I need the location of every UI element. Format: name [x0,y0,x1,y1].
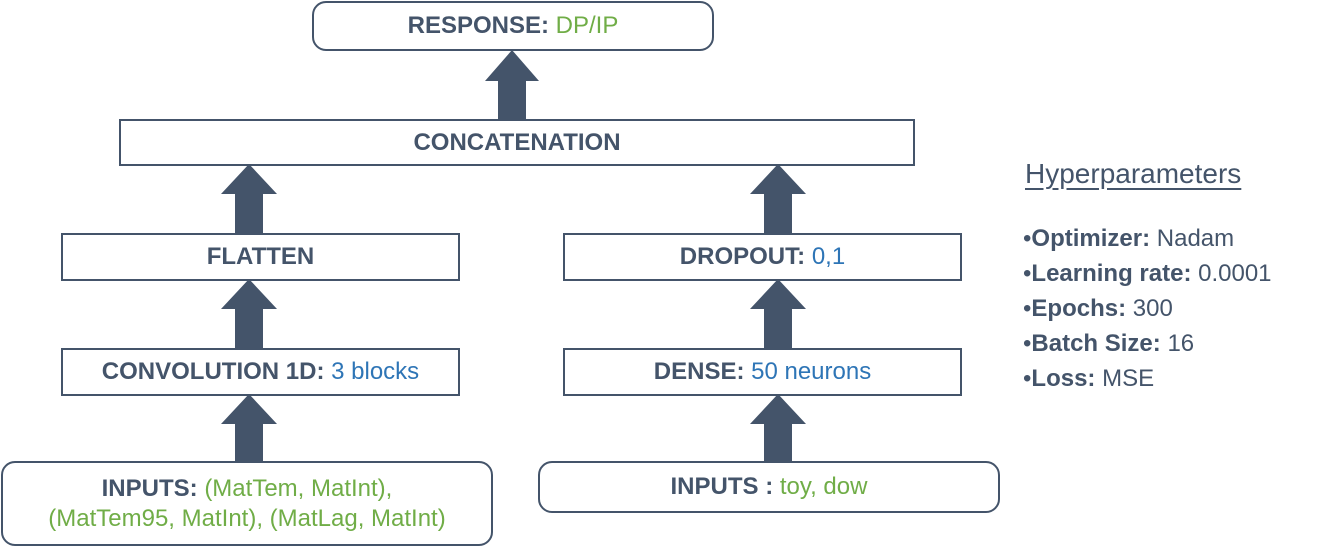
dense-label: DENSE: [653,358,745,385]
flatten-label: FLATTEN [206,243,315,270]
hyperparameters-panel: Hyperparameters •Optimizer: Nadam •Learn… [1023,158,1333,396]
hyperparameter-key: Learning rate: [1031,260,1192,287]
inputs-left-line-2: (MatTem95, MatInt), (MatLag, MatInt) [48,504,445,534]
hyperparameter-value: Nadam [1156,225,1235,252]
concatenation-label: CONCATENATION [413,128,621,156]
hyperparameter-key: Loss: [1031,365,1096,392]
hyperparameter-key: Optimizer: [1031,225,1151,252]
hyperparameter-key: Epochs: [1031,295,1127,322]
response-box: RESPONSE: DP/IP [312,1,714,51]
hyperparameter-key: Batch Size: [1031,330,1161,357]
inputs-right-label: INPUTS : [670,473,774,500]
response-label: RESPONSE: [407,12,549,39]
dropout-label: DROPOUT: [679,243,806,270]
inputs-left-value-2: (MatTem95, MatInt), (MatLag, MatInt) [48,504,446,532]
bullet: • [1023,295,1032,322]
inputs-left-label: INPUTS: [101,474,198,502]
response-value: DP/IP [555,12,619,39]
arrow-conv-to-flatten [221,279,277,349]
arrow-dense-to-dropout [750,279,806,349]
flatten-box: FLATTEN [61,233,460,281]
inputs-left-value-1: (MatTem, MatInt), [204,474,393,502]
convolution-box: CONVOLUTION 1D: 3 blocks [61,348,460,396]
arrow-inputs-to-dense [750,394,806,462]
convolution-label: CONVOLUTION 1D: [101,358,325,385]
hyperparameter-value: 0.0001 [1198,260,1272,287]
hyperparameter-value: MSE [1102,365,1155,392]
hyperparameter-value: 300 [1132,295,1173,322]
hyperparameter-batch-size: •Batch Size: 16 [1023,326,1333,361]
inputs-right-box: INPUTS : toy, dow [538,461,1000,513]
bullet: • [1023,365,1032,392]
hyperparameter-epochs: •Epochs: 300 [1023,291,1333,326]
hyperparameter-optimizer: •Optimizer: Nadam [1023,221,1333,256]
dense-box: DENSE: 50 neurons [563,348,962,396]
arrow-concat-to-response [485,50,539,120]
bullet: • [1023,260,1032,287]
arrow-inputs-to-conv [221,394,277,462]
inputs-left-box: INPUTS: (MatTem, MatInt), (MatTem95, Mat… [1,461,493,546]
dropout-value: 0,1 [811,243,846,270]
bullet: • [1023,225,1032,252]
concatenation-box: CONCATENATION [119,119,915,166]
inputs-right-value: toy, dow [779,473,868,500]
dropout-box: DROPOUT: 0,1 [563,233,962,281]
arrow-flatten-to-concat [221,164,277,234]
hyperparameter-value: 16 [1167,330,1195,357]
inputs-left-line-1: INPUTS: (MatTem, MatInt), [102,474,393,504]
bullet: • [1023,330,1032,357]
hyperparameter-loss: •Loss: MSE [1023,361,1333,396]
hyperparameters-title: Hyperparameters [1025,158,1242,189]
arrow-dropout-to-concat [750,164,806,234]
dense-value: 50 neurons [751,358,872,385]
hyperparameter-learning-rate: •Learning rate: 0.0001 [1023,256,1333,291]
convolution-value: 3 blocks [331,358,420,385]
